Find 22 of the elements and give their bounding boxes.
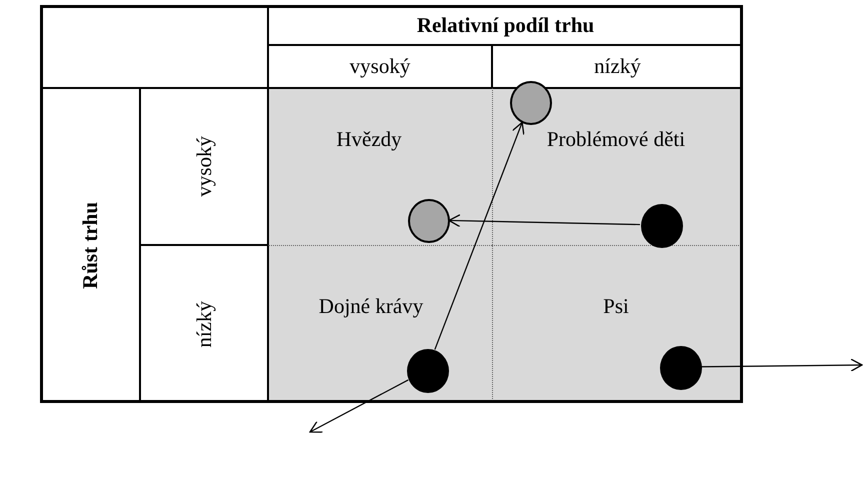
row-header: nízký	[192, 300, 216, 348]
quadrant-label: Hvězdy	[336, 127, 402, 152]
quadrant-label: Psi	[603, 294, 629, 319]
circle-marker	[660, 346, 702, 390]
quadrant-cell	[268, 88, 492, 245]
arrow	[309, 379, 409, 433]
arrow	[448, 214, 640, 228]
quadrant-label: Problémové děti	[546, 127, 686, 152]
column-header: vysoký	[350, 54, 410, 79]
circle-marker	[641, 204, 683, 248]
row-header: vysoký	[192, 136, 216, 197]
axis-title: Relativní podíl trhu	[416, 12, 594, 38]
circle-marker	[407, 349, 449, 393]
column-header: nízký	[594, 54, 641, 79]
arrow	[701, 358, 863, 372]
circle-marker	[510, 81, 552, 125]
arrow	[434, 122, 524, 350]
quadrant-label: Dojné krávy	[318, 294, 424, 319]
quadrant-cell	[268, 245, 492, 403]
circle-marker	[408, 199, 450, 243]
axis-title: Růst trhu	[78, 202, 102, 289]
quadrant-cell	[492, 245, 743, 403]
